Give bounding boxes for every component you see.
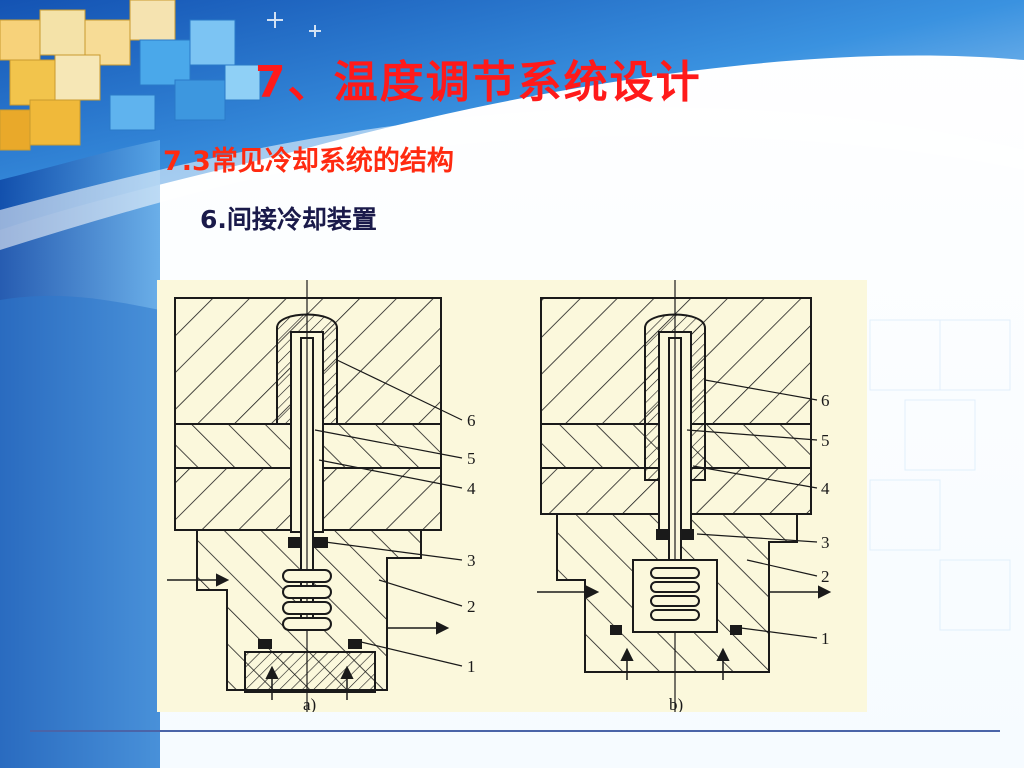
panel-a-label-2: 2	[467, 597, 476, 616]
panel-a-caption: a)	[303, 695, 316, 712]
panel-b-label-4: 4	[821, 479, 830, 498]
panel-a-drawing	[167, 280, 463, 712]
panel-b-label-2: 2	[821, 567, 830, 586]
panel-b-label-6: 6	[821, 391, 830, 410]
panel-a-label-6: 6	[467, 411, 476, 430]
topic-heading: 6.间接冷却装置	[200, 205, 377, 234]
panel-b-label-3: 3	[821, 533, 830, 552]
panel-b-drawing	[537, 280, 832, 712]
panel-a-label-4: 4	[467, 479, 476, 498]
panel-a-label-3: 3	[467, 551, 476, 570]
panel-b-caption: b)	[669, 695, 683, 712]
section-subtitle: 7.3常见冷却系统的结构	[163, 146, 454, 177]
panel-a-label-1: 1	[467, 657, 476, 676]
cooling-device-figure: 6 5 4 3 2 1 a)	[157, 280, 867, 712]
slide-title: 7、温度调节系统设计	[255, 57, 702, 108]
panel-a-label-5: 5	[467, 449, 476, 468]
footer-divider	[30, 730, 1000, 732]
panel-b-label-1: 1	[821, 629, 830, 648]
panel-b-label-5: 5	[821, 431, 830, 450]
